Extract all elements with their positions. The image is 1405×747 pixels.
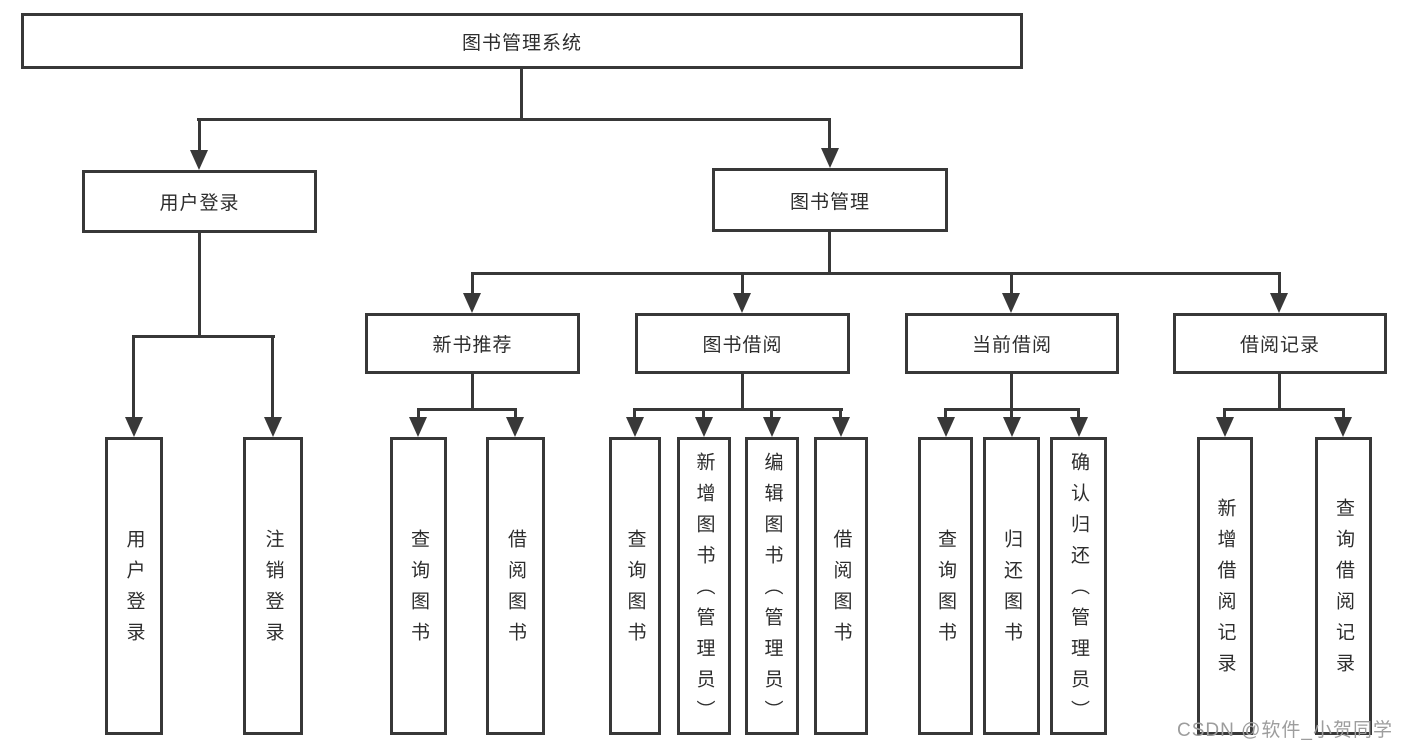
connector-line — [197, 118, 831, 121]
leaf-add-borrow-record: 新增借阅记录 — [1197, 437, 1253, 735]
connector-line — [633, 408, 843, 411]
connector-line — [132, 335, 275, 338]
arrow-down — [626, 417, 644, 437]
connector-line — [132, 335, 135, 421]
arrow-down — [937, 417, 955, 437]
arrow-down — [1003, 417, 1021, 437]
leaf-label: 注销登录 — [262, 529, 284, 653]
connector-line — [514, 408, 517, 420]
node-new-book-recommend: 新书推荐 — [365, 313, 580, 374]
leaf-label: 新增图书（管理员） — [693, 451, 715, 731]
leaf-recommend-borrow-books: 借阅图书 — [486, 437, 545, 735]
connector-line — [633, 408, 636, 420]
node-library-management-system: 图书管理系统 — [21, 13, 1023, 69]
node-label: 新书推荐 — [432, 335, 513, 356]
arrow-down — [695, 417, 713, 437]
connector-line — [1223, 408, 1345, 411]
leaf-label: 归还图书 — [1001, 529, 1022, 653]
connector-line — [839, 408, 842, 420]
arrow-down — [1216, 417, 1234, 437]
node-book-management: 图书管理 — [712, 168, 948, 232]
arrow-down — [1070, 417, 1088, 437]
connector-line — [198, 118, 201, 154]
leaf-recommend-query-books: 查询图书 — [390, 437, 447, 735]
node-label: 图书管理 — [789, 191, 870, 213]
connector-line — [828, 118, 831, 152]
csdn-watermark: CSDN @软件_小贺同学 — [1177, 720, 1393, 741]
connector-line — [1010, 272, 1013, 297]
leaf-label: 确认归还（管理员） — [1068, 451, 1089, 731]
node-label: 用户登录 — [159, 193, 240, 214]
arrow-down — [733, 293, 751, 313]
node-current-borrow: 当前借阅 — [905, 313, 1119, 374]
leaf-label: 查询图书 — [624, 529, 646, 653]
leaf-label: 新增借阅记录 — [1214, 498, 1236, 684]
connector-line — [271, 335, 274, 421]
node-borrow-records: 借阅记录 — [1173, 313, 1387, 374]
connector-line — [471, 272, 1281, 275]
connector-line — [828, 232, 831, 274]
arrow-down — [125, 417, 143, 437]
leaf-label: 查询借阅记录 — [1333, 498, 1354, 684]
leaf-query-borrow-record: 查询借阅记录 — [1315, 437, 1372, 735]
arrow-down — [264, 417, 282, 437]
leaf-edit-books-admin: 编辑图书（管理员） — [745, 437, 799, 735]
arrow-down — [409, 417, 427, 437]
connector-line — [702, 408, 705, 420]
leaf-label: 查询图书 — [935, 529, 956, 653]
connector-line — [471, 374, 474, 409]
leaf-borrow-query-books: 查询图书 — [609, 437, 661, 735]
arrow-down — [1270, 293, 1288, 313]
connector-line — [1010, 408, 1013, 420]
leaf-current-query-books: 查询图书 — [918, 437, 973, 735]
leaf-label: 编辑图书（管理员） — [761, 451, 783, 731]
connector-line — [770, 408, 773, 420]
leaf-logout-login: 注销登录 — [243, 437, 303, 735]
arrow-down — [832, 417, 850, 437]
connector-line — [1342, 408, 1345, 420]
node-book-borrow: 图书借阅 — [635, 313, 850, 374]
arrow-down — [463, 293, 481, 313]
connector-line — [944, 408, 947, 420]
arrow-down — [763, 417, 781, 437]
leaf-label: 借阅图书 — [830, 529, 852, 653]
leaf-add-books-admin: 新增图书（管理员） — [677, 437, 731, 735]
connector-line — [741, 272, 744, 297]
leaf-label: 用户登录 — [123, 529, 145, 653]
node-label: 借阅记录 — [1239, 335, 1320, 356]
connector-line — [198, 233, 201, 336]
connector-line — [1278, 374, 1281, 409]
arrow-down — [506, 417, 524, 437]
node-label: 图书借阅 — [702, 335, 783, 356]
leaf-label: 查询图书 — [408, 529, 429, 653]
arrow-down — [821, 148, 839, 168]
node-label: 图书管理系统 — [461, 32, 582, 54]
connector-line — [417, 408, 420, 420]
arrow-down — [1334, 417, 1352, 437]
leaf-label: 借阅图书 — [505, 529, 526, 653]
leaf-confirm-return-admin: 确认归还（管理员） — [1050, 437, 1107, 735]
connector-line — [1278, 272, 1281, 297]
connector-line — [1010, 374, 1013, 409]
arrow-down — [1002, 293, 1020, 313]
node-user-login: 用户登录 — [82, 170, 317, 233]
leaf-return-books: 归还图书 — [983, 437, 1040, 735]
connector-line — [417, 408, 517, 411]
leaf-user-login: 用户登录 — [105, 437, 163, 735]
node-label: 当前借阅 — [971, 335, 1052, 356]
arrow-down — [190, 150, 208, 170]
leaf-borrow-books: 借阅图书 — [814, 437, 868, 735]
connector-line — [1223, 408, 1226, 420]
connector-line — [741, 374, 744, 409]
connector-line — [1077, 408, 1080, 420]
connector-line — [471, 272, 474, 297]
connector-line — [520, 69, 523, 118]
